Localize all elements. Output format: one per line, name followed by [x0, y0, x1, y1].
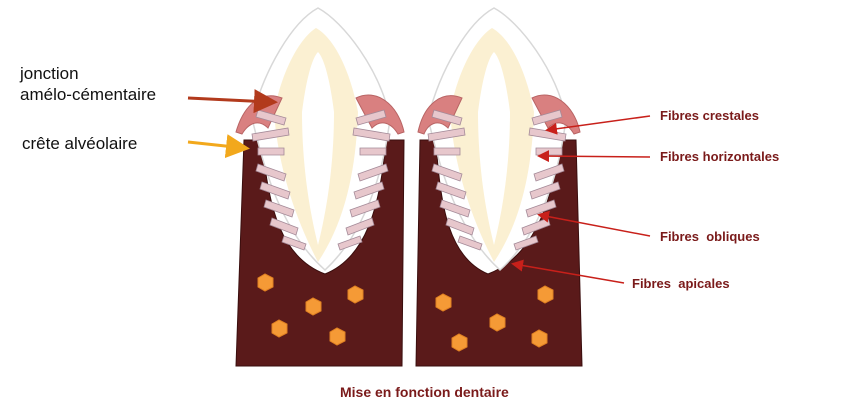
- right-tooth-unit: [416, 8, 582, 366]
- crete-arrow: [188, 142, 244, 148]
- label-jonction-line1: jonction: [20, 63, 79, 84]
- horizontales-arrow: [540, 156, 650, 157]
- label-fibres-apicales: Fibres apicales: [632, 276, 730, 291]
- label-fibres-obliques: Fibres obliques: [660, 229, 760, 244]
- label-jonction-line2: amélo-cémentaire: [20, 84, 156, 105]
- left-tooth-unit: [236, 8, 404, 366]
- label-crete-alveolaire: crête alvéolaire: [22, 133, 137, 154]
- caption: Mise en fonction dentaire: [340, 384, 509, 400]
- label-fibres-horizontales: Fibres horizontales: [660, 149, 779, 164]
- label-fibres-crestales: Fibres crestales: [660, 108, 759, 123]
